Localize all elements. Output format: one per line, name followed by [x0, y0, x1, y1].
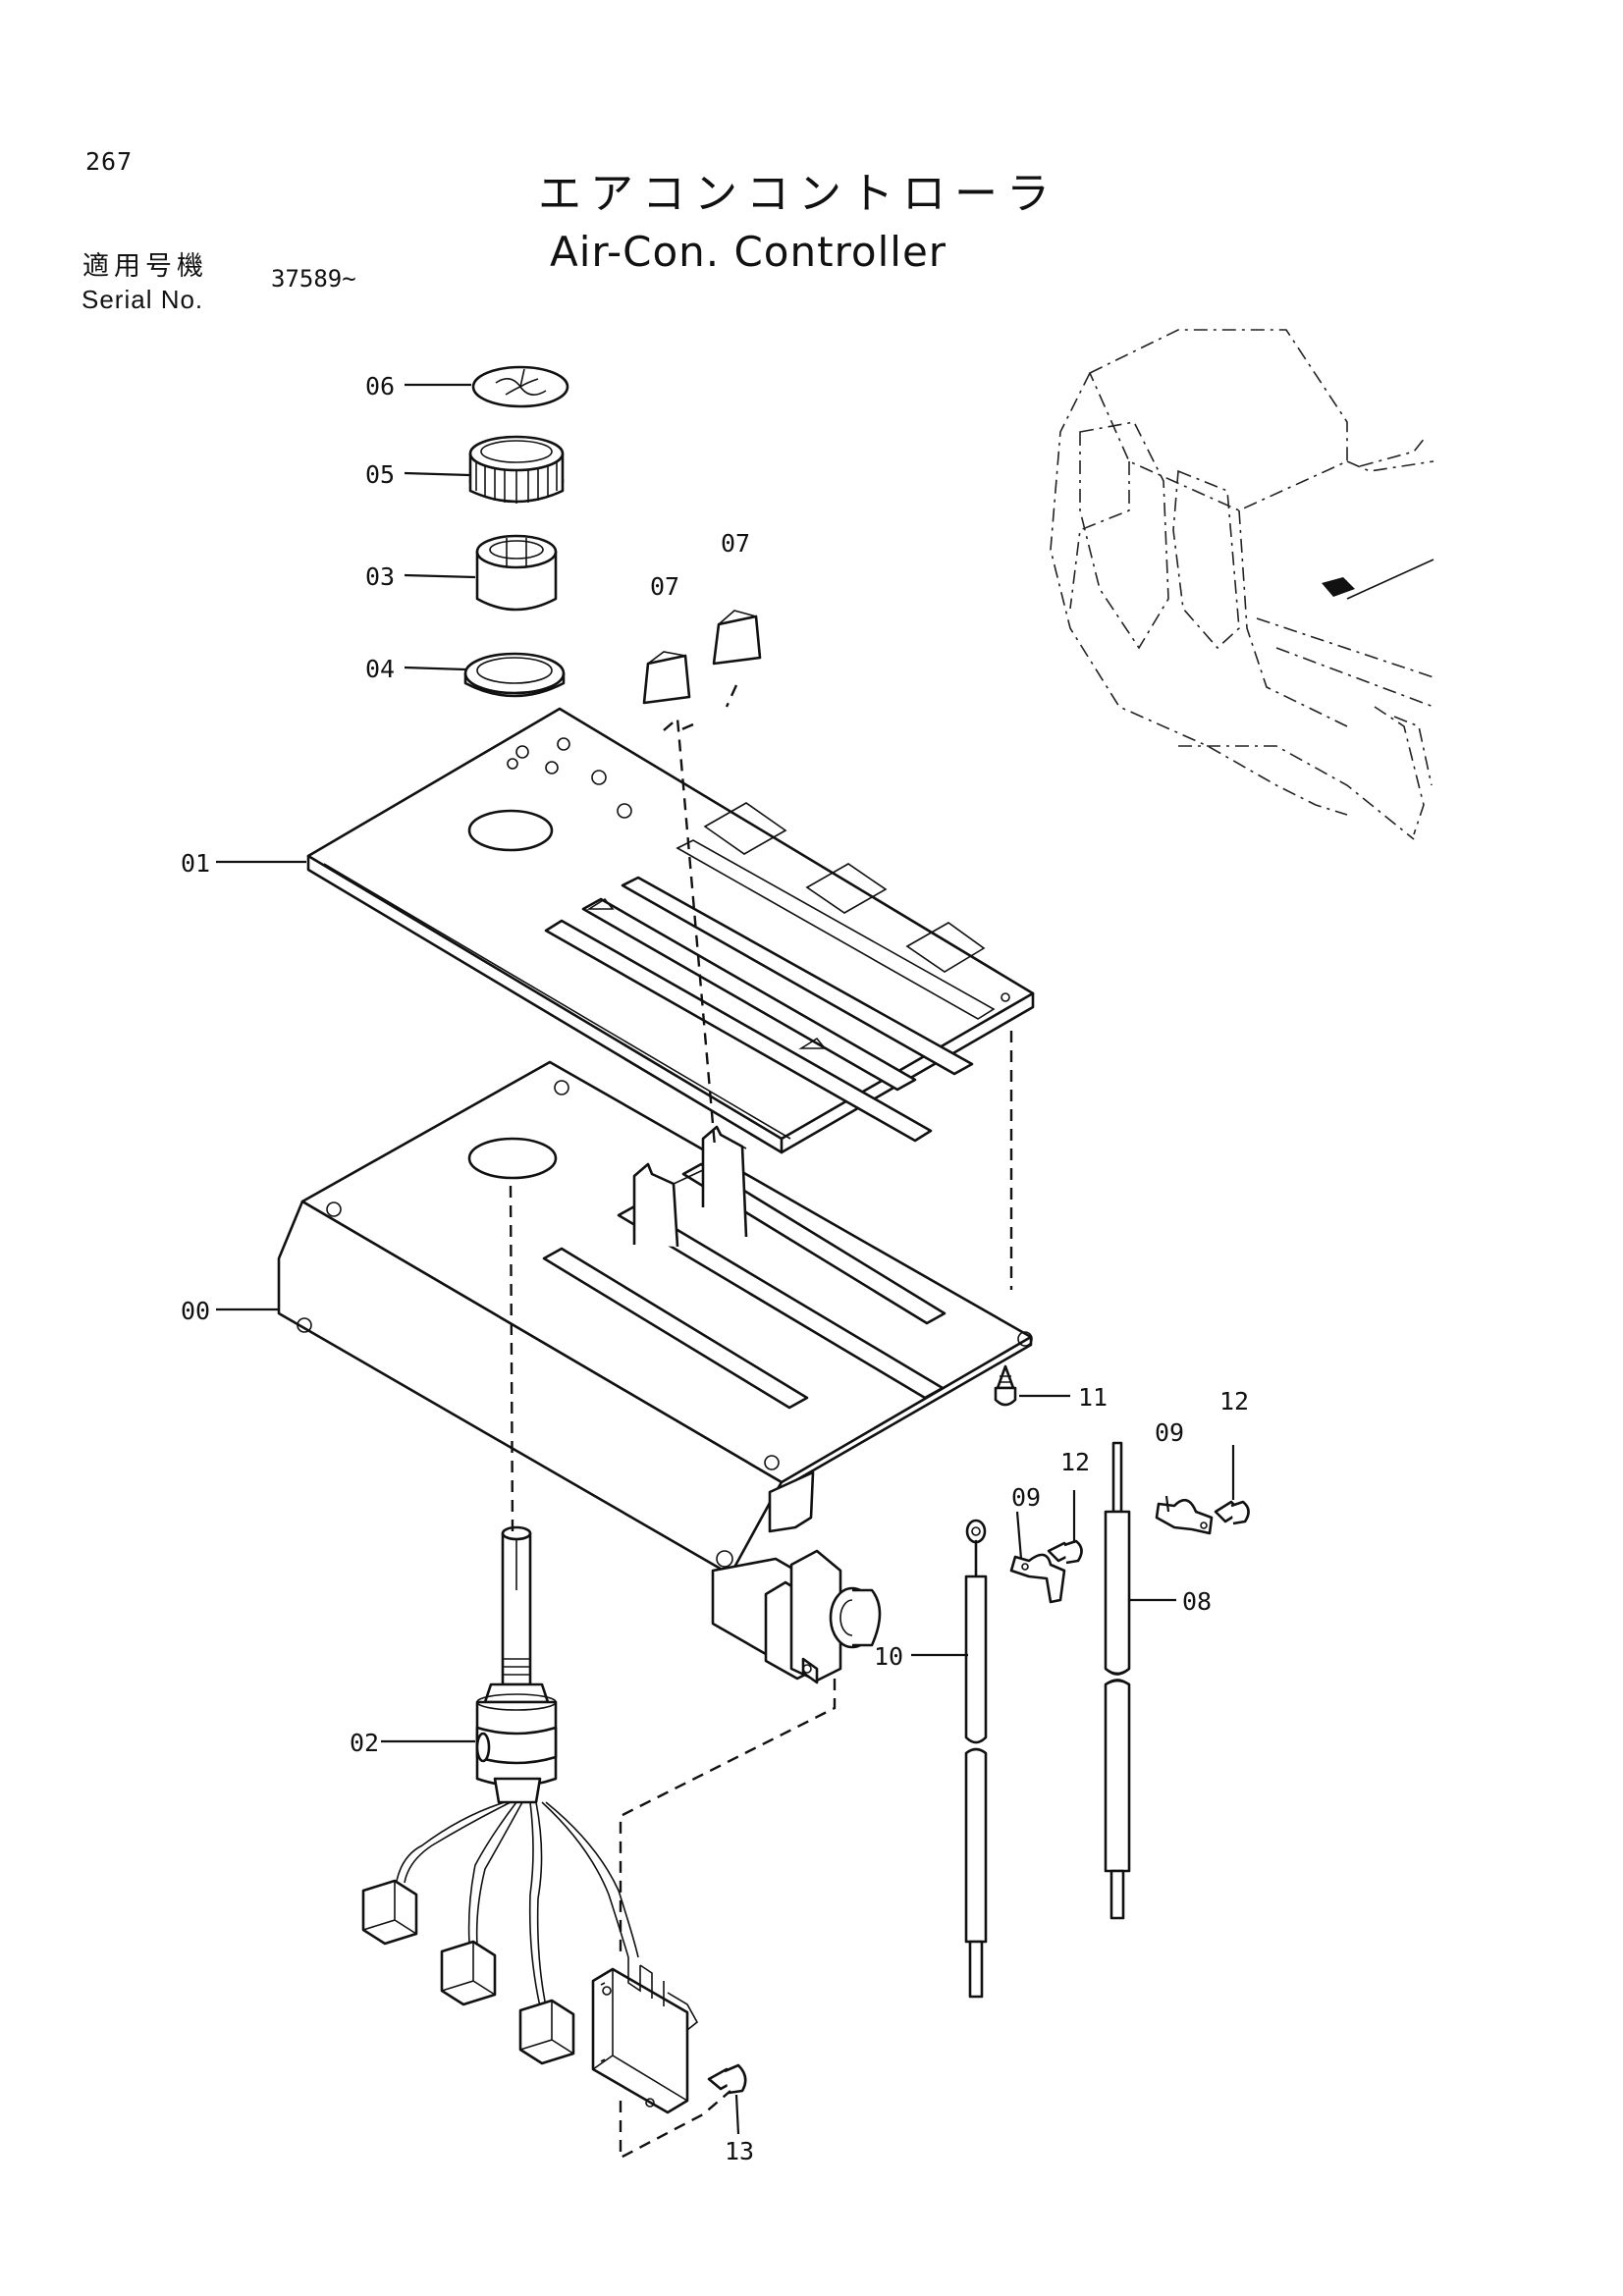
part-07-slide-knob-right: [712, 610, 762, 666]
callout-02: 02: [350, 1729, 379, 1757]
title-english: Air-Con. Controller: [550, 228, 947, 276]
part-03-sleeve: [475, 534, 558, 612]
part-05-knob: [468, 435, 565, 504]
callout-07-left: 07: [650, 572, 679, 601]
callout-08: 08: [1182, 1587, 1212, 1616]
callout-11: 11: [1078, 1383, 1108, 1412]
part-10-rod: [964, 1519, 988, 1999]
part-01-panel-plate: [306, 707, 1035, 1154]
part-08-tube: [1104, 1441, 1131, 1920]
callout-05: 05: [365, 460, 395, 489]
assembly-dash-lines: [509, 684, 1013, 2160]
part-09-clip-left: [1009, 1553, 1066, 1604]
callout-00: 00: [181, 1297, 210, 1325]
part-12-screw-left: [1047, 1539, 1083, 1565]
part-11-screw: [994, 1364, 1017, 1407]
controller-unit: [591, 1957, 699, 2114]
callout-09-left: 09: [1011, 1483, 1041, 1512]
part-09-clip-right: [1155, 1498, 1214, 1535]
part-13-screw: [707, 2063, 747, 2095]
part-07-slide-knob-left: [642, 651, 691, 705]
page-number: 267: [85, 147, 134, 176]
callout-labels: 06 05 03 04 07 07 01 00 11 12 09 12 09 0…: [181, 372, 1249, 2165]
callout-10: 10: [874, 1642, 903, 1671]
callout-09-right: 09: [1155, 1418, 1184, 1447]
callout-06: 06: [365, 372, 395, 400]
callout-12-left: 12: [1060, 1448, 1090, 1476]
serial-value: 37589~: [271, 265, 356, 293]
title-japanese: エアコンコントローラ: [538, 169, 1058, 219]
callout-07-right: 07: [721, 529, 750, 558]
serial-label-english: Serial No.: [81, 285, 204, 314]
callout-03: 03: [365, 562, 395, 591]
part-00-base-bracket: [277, 1060, 1033, 1684]
part-02-switch-harness: [361, 1525, 639, 2065]
controller-location-marker: [1322, 577, 1355, 597]
cab-inset-illustration: [1050, 329, 1434, 840]
callout-13: 13: [725, 2137, 754, 2165]
callout-01: 01: [181, 849, 210, 878]
serial-label-japanese: 適用号機: [82, 251, 208, 282]
part-12-screw-right: [1214, 1500, 1250, 1525]
leader-lines: [216, 383, 1235, 2135]
callout-04: 04: [365, 655, 395, 683]
part-06-cap: [471, 365, 569, 408]
callout-12-right: 12: [1219, 1387, 1249, 1415]
part-04-washer: [463, 652, 566, 698]
